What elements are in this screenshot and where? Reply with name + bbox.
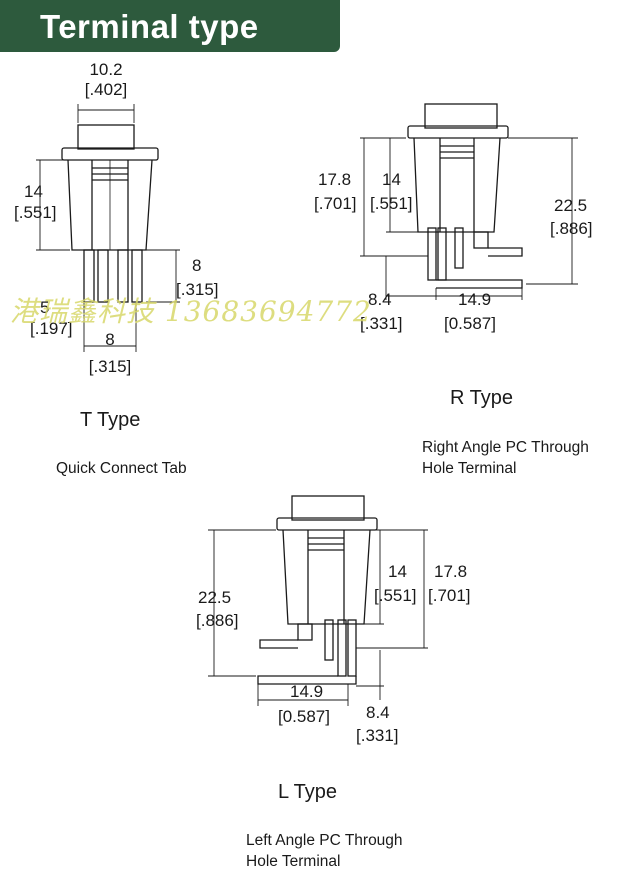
l-total-in: [.886] xyxy=(196,611,239,630)
t-top-width-in: [.402] xyxy=(84,80,128,99)
r-h2: 14 xyxy=(382,170,401,189)
l-total: 22.5 xyxy=(198,588,232,607)
l-pin-length: 14.9 xyxy=(290,682,324,701)
r-type-description-line1: Right Angle PC Through xyxy=(422,439,589,456)
l-h1-in: [.701] xyxy=(428,586,471,605)
r-pin-offset-in: [.331] xyxy=(360,314,403,333)
l-type-title: L Type xyxy=(278,781,337,803)
l-pin-length-in: [0.587] xyxy=(278,707,330,726)
t-type-title: T Type xyxy=(80,409,141,431)
r-type-switch-drawing xyxy=(360,103,578,300)
t-tab-length-in: [.315] xyxy=(176,280,219,299)
t-tab-gap-in: [.197] xyxy=(30,319,73,338)
t-tab-length: 8 xyxy=(192,256,202,275)
l-pin-offset-in: [.331] xyxy=(356,726,399,745)
t-type-switch-drawing xyxy=(36,104,180,352)
r-h1-in: [.701] xyxy=(314,194,357,213)
l-type-description-line1: Left Angle PC Through xyxy=(246,832,403,849)
t-top-width: 10.2 xyxy=(89,60,123,79)
t-height-in: [.551] xyxy=(14,203,57,222)
t-height: 14 xyxy=(24,182,43,201)
r-total: 22.5 xyxy=(554,196,588,215)
t-tab-gap: 5 xyxy=(40,298,50,317)
r-type-title: R Type xyxy=(450,387,513,409)
r-h1: 17.8 xyxy=(318,170,352,189)
r-pin-offset: 8.4 xyxy=(368,290,392,309)
l-type-description-line2: Hole Terminal xyxy=(246,853,341,870)
r-pin-length-in: [0.587] xyxy=(444,314,496,333)
t-type-description: Quick Connect Tab xyxy=(56,460,187,477)
l-h2: 14 xyxy=(388,562,407,581)
page-title: Terminal type xyxy=(40,8,259,45)
r-pin-length: 14.9 xyxy=(458,290,492,309)
watermark: 港瑞鑫科技 13683694772 xyxy=(10,295,372,328)
l-h2-in: [.551] xyxy=(374,586,417,605)
r-type-description-line2: Hole Terminal xyxy=(422,460,517,477)
t-tab-span-in: [.315] xyxy=(88,357,132,376)
header-banner: Terminal type xyxy=(0,0,340,52)
l-h1: 17.8 xyxy=(434,562,468,581)
l-type-switch-drawing xyxy=(208,495,428,706)
r-total-in: [.886] xyxy=(550,219,593,238)
r-h2-in: [.551] xyxy=(370,194,413,213)
l-pin-offset: 8.4 xyxy=(366,703,390,722)
t-tab-span: 8 xyxy=(105,330,115,349)
